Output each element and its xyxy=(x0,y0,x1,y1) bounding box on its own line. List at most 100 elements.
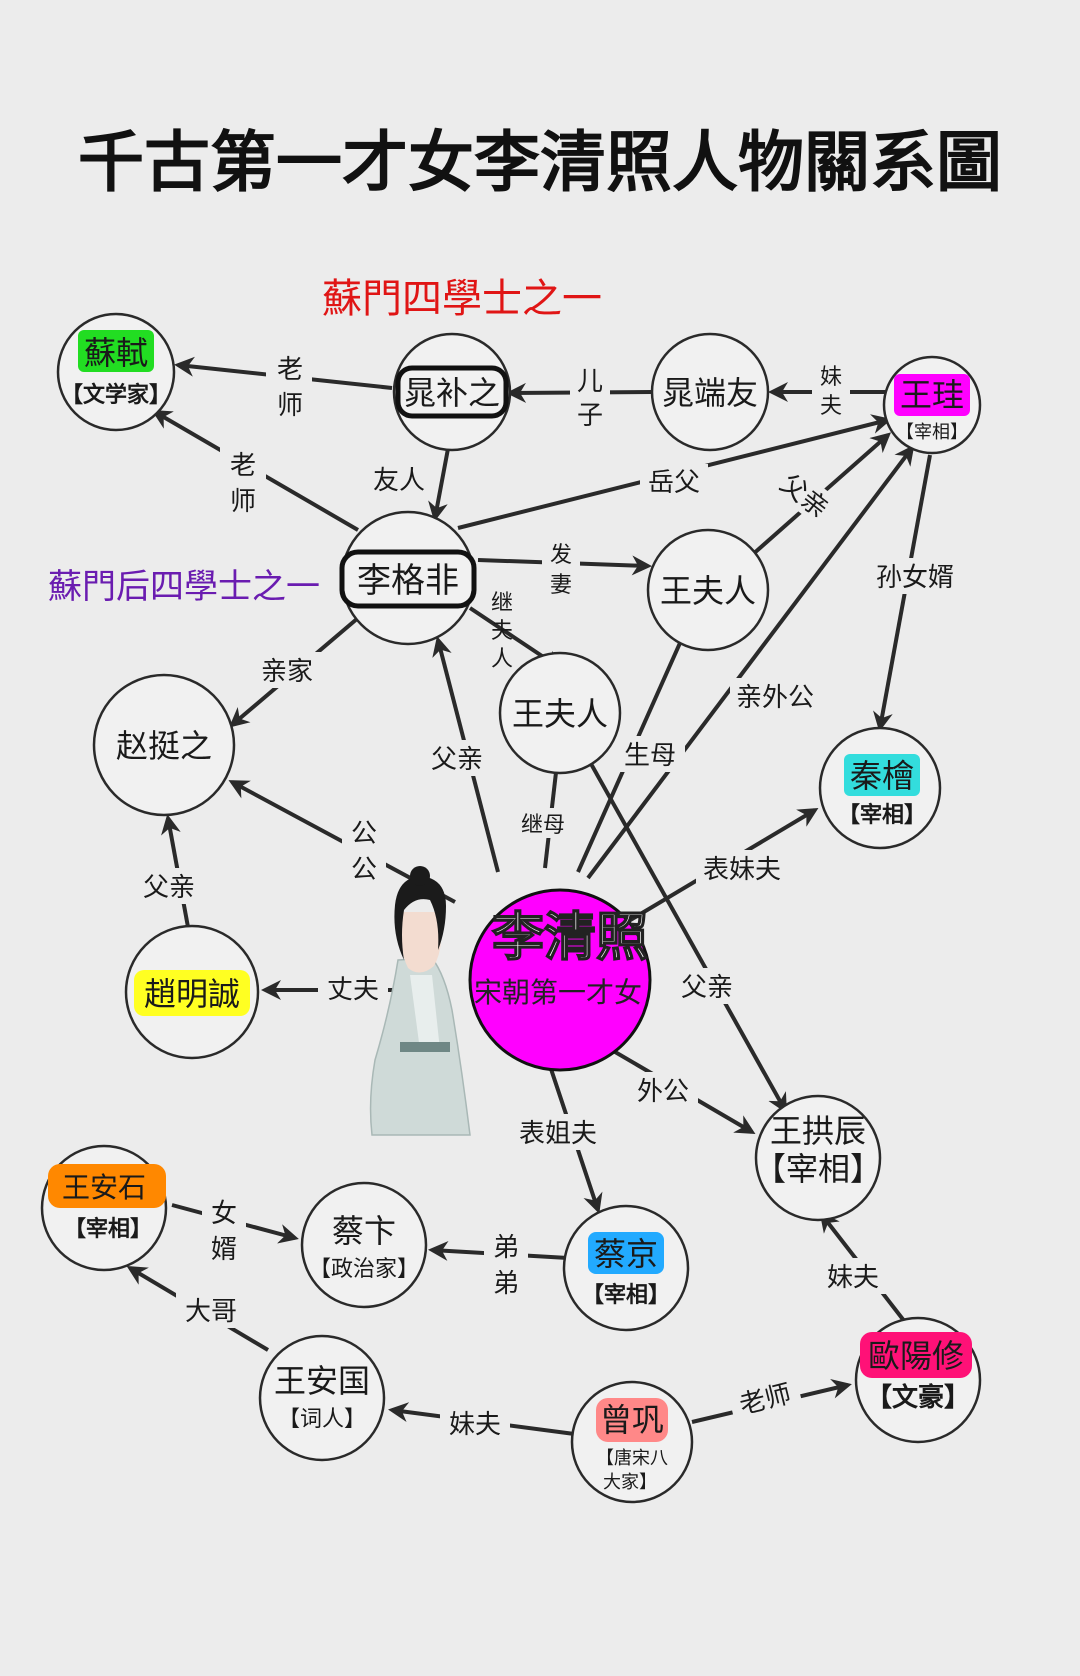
label-jifuren-b: 夫 xyxy=(491,619,513,644)
label-nvxu-a: 女 xyxy=(211,1199,237,1229)
name-cai-jing: 蔡京 xyxy=(594,1235,658,1273)
node-zeng-gong: 曾巩 【唐宋八 大家】 xyxy=(570,1380,694,1504)
edge-li-qingzhao-to-wang-gui xyxy=(586,444,915,880)
node-wang-furen-2: 王夫人 xyxy=(498,651,622,775)
name-chao-duanyou: 晁端友 xyxy=(662,374,758,412)
label-nvxu-b: 婿 xyxy=(211,1235,237,1265)
label-didi-a: 弟 xyxy=(493,1233,519,1263)
node-wang-gui: 王珪 【宰相】 xyxy=(882,355,982,455)
center-subtitle: 宋朝第一才女 xyxy=(474,976,642,1009)
label-laoshi-1b: 师 xyxy=(277,391,303,421)
label-jifuren-a: 继 xyxy=(491,591,513,616)
sub-qin-hui: 【宰相】 xyxy=(838,802,926,828)
label-laoshi-2a: 老 xyxy=(230,451,256,481)
name-ouyang-xiu: 歐陽修 xyxy=(868,1337,964,1375)
name-wang-anguo: 王安国 xyxy=(274,1362,370,1400)
name-zeng-gong: 曾巩 xyxy=(600,1401,664,1439)
name-wang-gongchen: 王拱辰 xyxy=(770,1112,866,1150)
label-meifu-1a: 妹 xyxy=(820,365,842,390)
name-zhao-tingzhi: 赵挺之 xyxy=(116,727,212,765)
label-jimu: 继母 xyxy=(521,813,565,838)
node-zhao-tingzhi: 赵挺之 xyxy=(92,673,236,817)
node-su-shi: 蘇軾 【文学家】 xyxy=(56,312,176,432)
name-wang-anshi: 王安石 xyxy=(62,1171,146,1204)
node-chao-buzhi: 晁补之 xyxy=(392,332,512,452)
node-ouyang-xiu: 歐陽修 【文豪】 xyxy=(854,1316,982,1444)
label-yuefu: 岳父 xyxy=(648,468,700,498)
name-wang-furen-2: 王夫人 xyxy=(512,695,608,733)
label-shengmu: 生母 xyxy=(624,741,676,771)
label-fuqin-4: 父亲 xyxy=(143,873,195,903)
node-zhao-mingcheng: 趙明誠 xyxy=(124,924,260,1060)
highlight-wang-anshi xyxy=(48,1164,166,1208)
name-su-shi: 蘇軾 xyxy=(84,334,148,372)
highlight-cai-jing xyxy=(588,1232,664,1274)
label-erzi-b: 子 xyxy=(577,401,603,431)
edge-wang-furen2-to-wang-gongchen xyxy=(588,761,787,1114)
label-erzi-a: 儿 xyxy=(577,367,603,397)
name-chao-buzhi: 晁补之 xyxy=(404,374,500,412)
center-circle xyxy=(468,888,652,1072)
label-youren: 友人 xyxy=(373,466,425,496)
label-meifu-2: 妹夫 xyxy=(827,1263,879,1293)
label-didi-b: 弟 xyxy=(493,1269,519,1299)
label-waigong: 外公 xyxy=(637,1077,689,1107)
label-biaomeifu: 表妹夫 xyxy=(703,855,781,885)
node-cai-jing: 蔡京 【宰相】 xyxy=(562,1204,690,1332)
page-title: 千古第一才女李清照人物關系圖 xyxy=(78,123,1002,201)
sub-cai-bian: 【政治家】 xyxy=(309,1257,419,1282)
label-gonggong-b: 公 xyxy=(351,855,377,885)
portrait-figure-icon xyxy=(369,866,471,1136)
node-wang-gongchen: 王拱辰 【宰相】 xyxy=(754,1094,882,1222)
label-zhangfu: 丈夫 xyxy=(327,975,379,1005)
sub-wang-anguo: 【词人】 xyxy=(278,1407,366,1432)
node-li-gefei: 李格非 xyxy=(339,510,477,646)
name-cai-bian: 蔡卞 xyxy=(332,1212,396,1250)
highlight-su-shi xyxy=(78,330,154,372)
node-qin-hui: 秦檜 【宰相】 xyxy=(818,726,942,850)
label-laoshi-1a: 老 xyxy=(277,355,303,385)
sumen-si-note: 蘇門四學士之一 xyxy=(322,276,602,322)
highlight-wang-gui xyxy=(894,374,970,416)
label-meifu-1b: 夫 xyxy=(820,394,842,419)
node-cai-bian: 蔡卞 【政治家】 xyxy=(300,1181,428,1309)
label-fuqin-1: 父亲 xyxy=(774,469,833,525)
label-gonggong-a: 公 xyxy=(351,819,377,849)
name-wang-gui: 王珪 xyxy=(900,376,964,414)
label-meifu-3: 妹夫 xyxy=(449,1410,501,1440)
node-chao-duanyou: 晁端友 xyxy=(650,332,770,452)
label-dage: 大哥 xyxy=(185,1297,237,1327)
name-zhao-mingcheng: 趙明誠 xyxy=(144,975,240,1013)
name-wang-furen-1: 王夫人 xyxy=(660,572,756,610)
sub-su-shi: 【文学家】 xyxy=(61,382,171,408)
sub-cai-jing: 【宰相】 xyxy=(582,1282,670,1308)
node-li-qingzhao: 李清照 宋朝第一才女 xyxy=(468,888,652,1072)
sub1-zeng-gong: 【唐宋八 xyxy=(596,1448,668,1469)
sumen-hou-note: 蘇門后四學士之一 xyxy=(48,567,320,607)
sub-wang-gongchen: 【宰相】 xyxy=(754,1150,882,1188)
label-biaojiefu: 表姐夫 xyxy=(519,1119,597,1149)
label-qinwaigong: 亲外公 xyxy=(736,683,814,713)
name-li-gefei: 李格非 xyxy=(357,561,459,601)
label-laoshi-2b: 师 xyxy=(230,487,256,517)
label-jifuren-c: 人 xyxy=(491,647,513,672)
label-sunnvxu: 孙女婿 xyxy=(876,563,954,593)
highlight-ouyang-xiu xyxy=(860,1332,972,1378)
sub-ouyang-xiu: 【文豪】 xyxy=(866,1382,970,1413)
label-fazi-a: 发 xyxy=(550,543,572,568)
node-wang-anshi: 王安石 【宰相】 xyxy=(40,1144,168,1272)
sub2-zeng-gong: 大家】 xyxy=(603,1472,657,1493)
name-qin-hui: 秦檜 xyxy=(850,757,914,795)
sub-wang-anshi: 【宰相】 xyxy=(64,1216,152,1242)
label-fazi-b: 妻 xyxy=(550,573,572,598)
label-fuqin-3: 父亲 xyxy=(681,973,733,1003)
center-name: 李清照 xyxy=(492,907,648,968)
highlight-qin-hui xyxy=(844,754,920,796)
label-qinjia: 亲家 xyxy=(261,657,313,687)
label-fuqin-2: 父亲 xyxy=(431,745,483,775)
node-wang-anguo: 王安国 【词人】 xyxy=(258,1334,386,1462)
node-wang-furen-1: 王夫人 xyxy=(646,528,770,652)
highlight-zhao-mingcheng xyxy=(134,970,250,1016)
highlight-zeng-gong xyxy=(596,1398,668,1442)
